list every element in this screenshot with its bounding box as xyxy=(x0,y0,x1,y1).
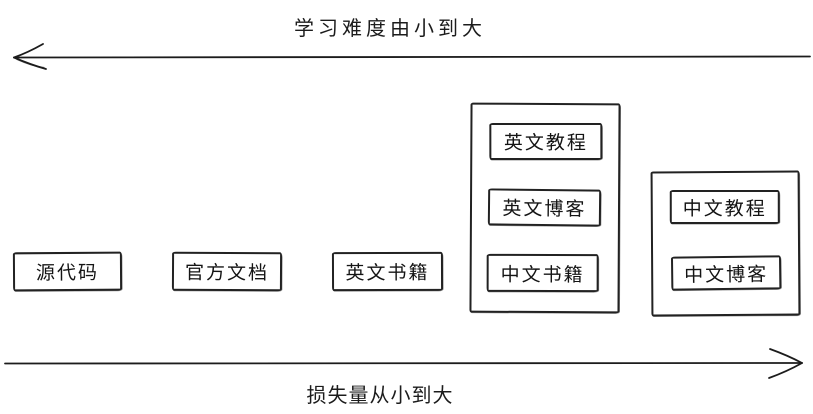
box-official-docs: 官方文档 xyxy=(171,251,283,292)
group-english-resources: 英文教程 英文博客 中文书籍 xyxy=(469,102,621,314)
box-chinese-books-label: 中文书籍 xyxy=(500,264,585,286)
box-english-books-label: 英文书籍 xyxy=(345,262,430,285)
box-english-books: 英文书籍 xyxy=(331,251,444,292)
top-axis-label: 学习难度由小到大 xyxy=(294,18,486,40)
loss-right-arrow xyxy=(4,348,803,379)
box-english-blogs-label: 英文博客 xyxy=(502,198,587,221)
box-chinese-blogs-label: 中文博客 xyxy=(684,263,769,287)
difficulty-left-arrow xyxy=(13,43,811,70)
box-chinese-blogs: 中文博客 xyxy=(670,255,782,291)
box-chinese-tutorials: 中文教程 xyxy=(669,189,780,225)
box-official-docs-label: 官方文档 xyxy=(184,262,270,285)
box-chinese-books: 中文书籍 xyxy=(486,253,599,293)
box-chinese-tutorials-label: 中文教程 xyxy=(682,198,767,220)
group-chinese-resources: 中文教程 中文博客 xyxy=(650,170,801,317)
bottom-axis-label: 损失量从小到大 xyxy=(306,385,454,407)
box-source-code: 源代码 xyxy=(12,251,123,292)
box-english-tutorials-label: 英文教程 xyxy=(503,132,588,155)
box-english-blogs: 英文博客 xyxy=(487,188,602,227)
box-english-tutorials: 英文教程 xyxy=(489,122,603,161)
box-source-code-label: 源代码 xyxy=(35,262,100,285)
